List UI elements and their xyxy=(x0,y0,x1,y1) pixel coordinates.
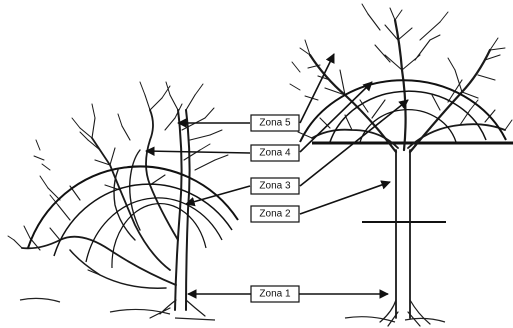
label-zona-1: Zona 1 xyxy=(251,286,299,302)
arrow-zona-2-right xyxy=(300,182,390,214)
left-tree-zone-arcs xyxy=(28,166,238,268)
right-tree xyxy=(290,4,512,326)
label-zona-2: Zona 2 xyxy=(251,206,299,222)
label-zona-4: Zona 4 xyxy=(251,145,299,161)
label-zona-5: Zona 5 xyxy=(251,115,299,131)
ground-lines xyxy=(20,298,445,322)
svg-text:Zona 4: Zona 4 xyxy=(259,148,291,159)
svg-text:Zona 2: Zona 2 xyxy=(259,209,291,220)
leader-arrows xyxy=(146,54,408,294)
zone-labels: Zona 5 Zona 4 Zona 3 Zona 2 Zona 1 xyxy=(251,115,299,302)
label-zona-3: Zona 3 xyxy=(251,178,299,194)
left-tree xyxy=(8,82,228,318)
arrow-zona-3-left xyxy=(186,186,250,204)
svg-text:Zona 5: Zona 5 xyxy=(259,118,291,129)
svg-text:Zona 3: Zona 3 xyxy=(259,181,291,192)
svg-text:Zona 1: Zona 1 xyxy=(259,289,291,300)
arrow-zona-4-left xyxy=(146,151,250,153)
